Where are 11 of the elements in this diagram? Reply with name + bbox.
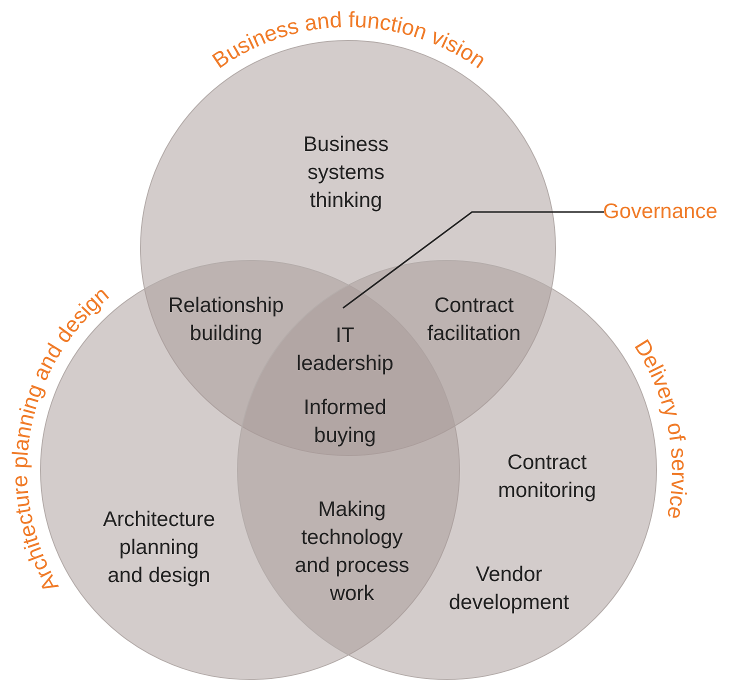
region-label: Making technology and process work — [294, 497, 410, 607]
region-label: IT leadership — [296, 323, 394, 377]
region-label: Vendor development — [448, 562, 570, 616]
leader-line — [342, 211, 604, 309]
region-label: Contract monitoring — [496, 450, 598, 504]
callout-label: Governance — [603, 198, 718, 226]
region-label: Architecture planning and design — [102, 507, 216, 589]
region-label: Relationship building — [167, 293, 285, 347]
region-label: Business systems thinking — [302, 132, 390, 214]
region-label: Contract facilitation — [426, 293, 522, 347]
region-label: Informed buying — [302, 395, 388, 449]
